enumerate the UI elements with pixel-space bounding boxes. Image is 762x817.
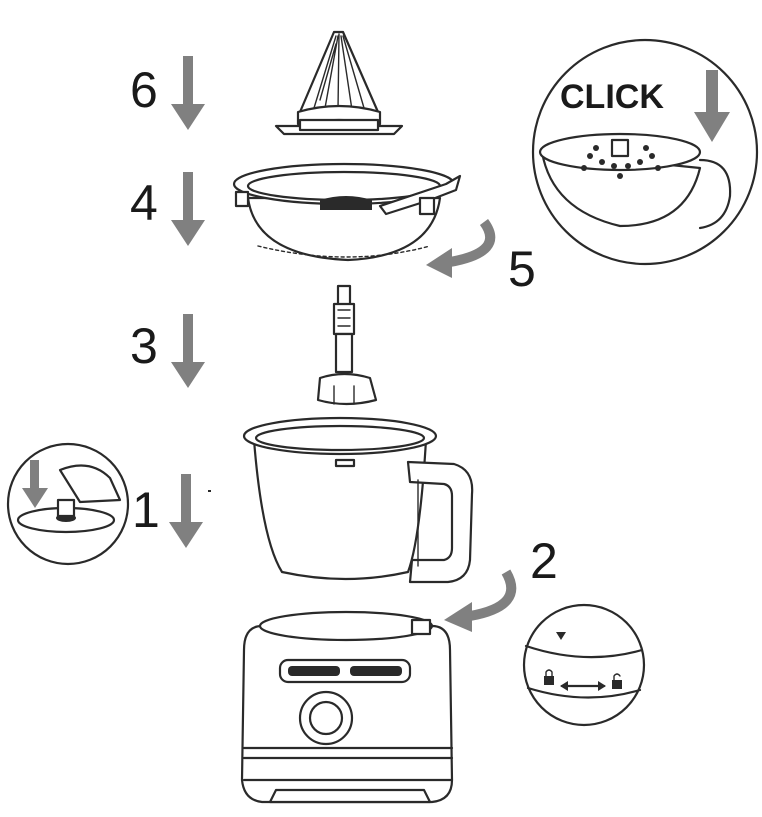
click-callout: CLICK: [531, 38, 759, 266]
step-5-number: 5: [508, 241, 536, 297]
step-3-group: 3: [130, 284, 378, 406]
step-1-group: 1: [6, 442, 203, 566]
step-6-number: 6: [130, 62, 158, 118]
step-2-number: 2: [530, 533, 558, 589]
click-label: CLICK: [560, 78, 664, 116]
motor-base: [240, 610, 454, 804]
step-3-number: 3: [130, 318, 158, 374]
click-down-arrow: [694, 70, 730, 142]
step-1-number: 1: [132, 482, 160, 538]
step-6-down-arrow: [171, 56, 205, 130]
lock-direction-arrow-icon: [560, 681, 606, 691]
step-2-rotate-arrow: [469, 569, 517, 621]
alignment-triangle-icon: [556, 632, 566, 640]
step-6-group: 6: [130, 30, 404, 136]
reamer-cone: [274, 30, 404, 136]
step-1-down-arrow: [169, 474, 203, 548]
step-4-group: 4: [130, 162, 462, 262]
step-5-group: 5: [426, 219, 536, 297]
unlocked-icon: [612, 673, 622, 689]
lock-inset-circle: [522, 603, 646, 727]
stray-mark: [208, 490, 211, 492]
step-4-down-arrow: [171, 172, 205, 246]
drive-shaft: [316, 284, 378, 406]
step-2-group: 2: [444, 533, 646, 727]
step-1-inset-arrow: [22, 460, 48, 508]
juice-jug: [242, 416, 474, 584]
step-5-rotate-arrow: [449, 219, 495, 267]
filter-basket: [232, 162, 462, 262]
locked-icon: [544, 669, 554, 685]
step-3-down-arrow: [171, 314, 205, 388]
step-4-number: 4: [130, 175, 158, 231]
